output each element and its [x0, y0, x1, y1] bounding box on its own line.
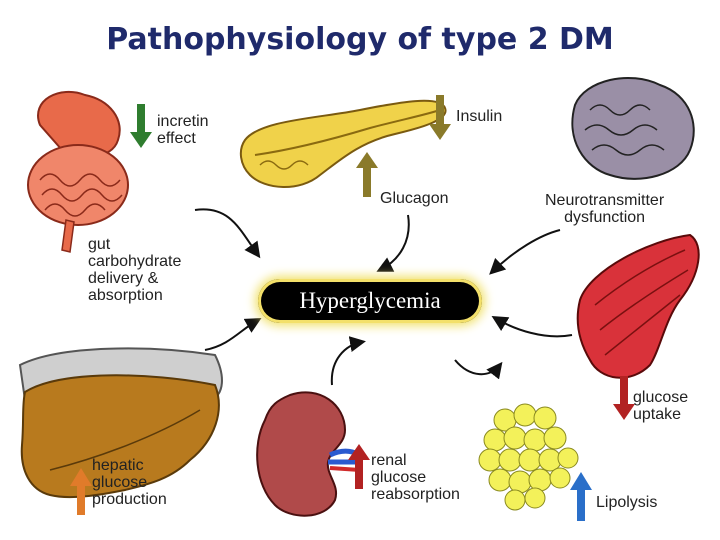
hepatic-label: hepatic glucose production — [92, 457, 167, 508]
renal-label: renal glucose reabsorption — [371, 452, 460, 503]
glucose-uptake-label: glucose uptake — [633, 389, 689, 423]
lipolysis-up-arrow — [570, 472, 592, 521]
intestine-icon — [27, 90, 129, 253]
gut-label: gut carbohydrate delivery & absorption — [88, 236, 182, 304]
hepatic-up-arrow — [70, 468, 92, 515]
kidney-icon — [256, 391, 364, 517]
page-title: Pathophysiology of type 2 DM — [106, 22, 614, 57]
glucagon-up-arrow — [356, 152, 378, 197]
neurotransmitter-label: Neurotransmitter dysfunction — [545, 192, 665, 226]
connector-arrows — [194, 208, 573, 386]
glucose-uptake-down-arrow — [613, 376, 635, 420]
pancreas-icon — [239, 99, 447, 188]
insulin-down-arrow — [429, 95, 451, 140]
liver-icon — [18, 347, 223, 499]
lipolysis-label: Lipolysis — [596, 494, 658, 511]
incretin-effect-label: incretin effect — [157, 113, 209, 147]
insulin-label: Insulin — [456, 108, 503, 125]
incretin-down-arrow — [130, 104, 152, 148]
muscle-icon — [576, 233, 700, 379]
brain-icon — [571, 77, 695, 180]
glucagon-label: Glucagon — [380, 190, 449, 207]
fat-cells-icon — [478, 403, 579, 511]
hyperglycemia-label: Hyperglycemia — [258, 279, 482, 323]
renal-up-arrow — [348, 444, 370, 489]
